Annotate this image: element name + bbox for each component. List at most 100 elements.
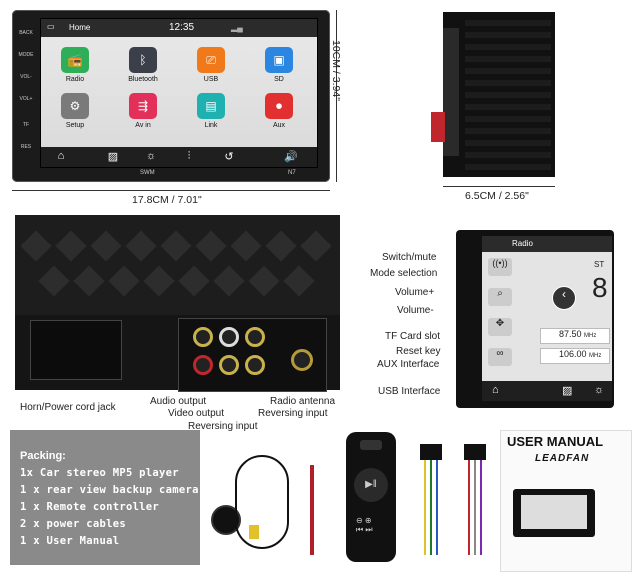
status-bar: ▭ Home 12:35 ▂▄ bbox=[41, 19, 317, 37]
height-dimension-line bbox=[336, 10, 337, 182]
packing-item: 1 x User Manual bbox=[20, 535, 120, 547]
tf-slot[interactable]: TF bbox=[22, 122, 30, 128]
clock: 12:35 bbox=[169, 22, 195, 33]
return-icon[interactable]: ↺ bbox=[224, 151, 234, 163]
tf-slot-label: TF Card slot bbox=[385, 331, 441, 342]
app-setup[interactable]: ⚙ Setup bbox=[55, 93, 95, 129]
app-label: USB bbox=[203, 76, 219, 83]
mode-selection-label: Mode selection bbox=[370, 268, 438, 279]
app-radio[interactable]: 📻 Radio bbox=[55, 47, 95, 83]
picture-icon[interactable]: ▨ bbox=[562, 385, 573, 397]
scan-icon[interactable]: ✥ bbox=[488, 318, 512, 336]
switch-mute-label: Switch/mute bbox=[382, 252, 437, 263]
app-label: SD bbox=[274, 76, 284, 83]
video-output-label: Video output bbox=[168, 408, 224, 419]
brand-label: SWM bbox=[140, 170, 155, 176]
volume-down-label: Volume- bbox=[397, 305, 434, 316]
stereo-indicator: ST bbox=[594, 260, 605, 269]
detail-screen[interactable]: Radio ST 8 ((•)) ⌕ ✥ ∞ ‹ 87.50 MHz 106.0… bbox=[482, 236, 612, 401]
packing-list: Packing: 1x Car stereo MP5 player 1 x re… bbox=[10, 430, 200, 565]
heatsink bbox=[15, 215, 340, 315]
gear-icon: ⚙ bbox=[61, 93, 89, 119]
mode-button[interactable]: MODE bbox=[18, 52, 34, 58]
radio-antenna-label: Radio antenna bbox=[270, 396, 336, 407]
signal-icon: ▂▄ bbox=[231, 23, 243, 32]
radio-icon: 📻 bbox=[61, 47, 89, 73]
radio-title: Radio bbox=[512, 239, 533, 248]
reset-button[interactable]: RES bbox=[20, 144, 32, 150]
avin-icon: ⇶ bbox=[129, 93, 157, 119]
vol-up-button[interactable]: VOL+ bbox=[19, 96, 33, 102]
aux-interface-label: AUX Interface bbox=[377, 359, 440, 370]
preset-2-freq: 106.00 bbox=[559, 349, 587, 359]
width-label: 17.8CM / 7.01" bbox=[132, 194, 202, 206]
prev-icon[interactable]: ‹ bbox=[552, 286, 576, 310]
broadcast-icon[interactable]: ((•)) bbox=[488, 258, 512, 276]
width-dimension-line bbox=[12, 190, 330, 191]
packing-item: 1 x Remote controller bbox=[20, 501, 160, 513]
home-label[interactable]: Home bbox=[69, 23, 91, 32]
app-usb[interactable]: ⎚ USB bbox=[191, 47, 231, 83]
reversing-input-label: Reversing input bbox=[188, 421, 258, 432]
remote-buttons: ⊖ ⊕⏮ ⏭ bbox=[356, 516, 373, 534]
brightness-icon[interactable]: ☼ bbox=[594, 384, 605, 396]
usb-interface-label: USB Interface bbox=[378, 386, 441, 397]
equalizer-icon[interactable]: ⫶ bbox=[187, 150, 191, 162]
usb-icon: ⎚ bbox=[197, 47, 225, 73]
app-label: Link bbox=[204, 122, 218, 129]
volume-up-label: Volume+ bbox=[395, 287, 435, 298]
rca-panel bbox=[178, 318, 327, 392]
preset-1[interactable]: 87.50 MHz bbox=[540, 328, 610, 344]
bottom-bar: ⌂ ▨ ☼ ⫶ ↺ 🔊 bbox=[41, 147, 317, 167]
loop-icon[interactable]: ∞ bbox=[488, 348, 512, 366]
reversing-input-label-2: Reversing input bbox=[258, 408, 328, 419]
wiring-harness-2 bbox=[456, 440, 496, 560]
packing-item: 1x Car stereo MP5 player bbox=[20, 467, 179, 479]
horn-power-label: Horn/Power cord jack bbox=[20, 402, 116, 413]
link-icon: ▤ bbox=[197, 93, 225, 119]
app-bluetooth[interactable]: ᛒ Bluetooth bbox=[123, 47, 163, 83]
app-label: Av in bbox=[135, 122, 151, 129]
front-button-column: BACK MODE VOL- VOL+ TF RES bbox=[16, 30, 36, 170]
reset-key-label: Reset key bbox=[396, 346, 441, 357]
app-link[interactable]: ▤ Link bbox=[191, 93, 231, 129]
search-icon[interactable]: ⌕ bbox=[488, 288, 512, 306]
preset-2[interactable]: 106.00 MHz bbox=[540, 348, 610, 364]
big-digit: 8 bbox=[592, 272, 608, 303]
app-label: Setup bbox=[65, 122, 85, 129]
play-pause-icon[interactable]: ▶‖ bbox=[354, 468, 388, 502]
app-aux[interactable]: ⏺ Aux bbox=[259, 93, 299, 129]
home-icon[interactable]: ⌂ bbox=[492, 384, 499, 396]
app-label: Bluetooth bbox=[128, 76, 158, 83]
depth-label: 6.5CM / 2.56" bbox=[465, 190, 529, 202]
preset-2-unit: MHz bbox=[589, 353, 602, 359]
picture-icon[interactable]: ▨ bbox=[107, 151, 119, 163]
packing-title: Packing: bbox=[20, 450, 66, 462]
back-button[interactable]: BACK bbox=[19, 30, 33, 36]
power-cable bbox=[300, 455, 340, 565]
manual-device-image bbox=[513, 489, 595, 537]
preset-1-unit: MHz bbox=[584, 333, 597, 339]
brightness-icon[interactable]: ☼ bbox=[145, 150, 157, 162]
aux-icon: ⏺ bbox=[265, 93, 293, 119]
side-red-clip bbox=[431, 112, 445, 142]
home-icon[interactable]: ⌂ bbox=[57, 150, 65, 162]
app-label: Aux bbox=[272, 122, 286, 129]
touch-screen[interactable]: ▭ Home 12:35 ▂▄ 📻 Radio ᛒ Bluetooth ⎚ US… bbox=[40, 18, 318, 168]
sd-icon: ▣ bbox=[265, 47, 293, 73]
height-label: 10CM / 3.94" bbox=[330, 40, 342, 101]
app-sd[interactable]: ▣ SD bbox=[259, 47, 299, 83]
side-housing bbox=[465, 20, 551, 170]
user-manual: USER MANUAL LEADFAN bbox=[500, 430, 632, 572]
vol-down-button[interactable]: VOL- bbox=[20, 74, 32, 80]
app-avin[interactable]: ⇶ Av in bbox=[123, 93, 163, 129]
side-view-unit bbox=[431, 12, 555, 177]
detail-bottom-bar: ⌂ ▨ ☼ bbox=[482, 381, 612, 401]
side-front-panel bbox=[443, 28, 459, 156]
app-label: Radio bbox=[65, 76, 85, 83]
backup-camera bbox=[205, 445, 295, 555]
detail-unit: Radio ST 8 ((•)) ⌕ ✥ ∞ ‹ 87.50 MHz 106.0… bbox=[456, 230, 614, 408]
wiring-harness-1 bbox=[412, 440, 452, 560]
manual-brand: LEADFAN bbox=[535, 453, 590, 464]
volume-icon[interactable]: 🔊 bbox=[284, 151, 298, 163]
